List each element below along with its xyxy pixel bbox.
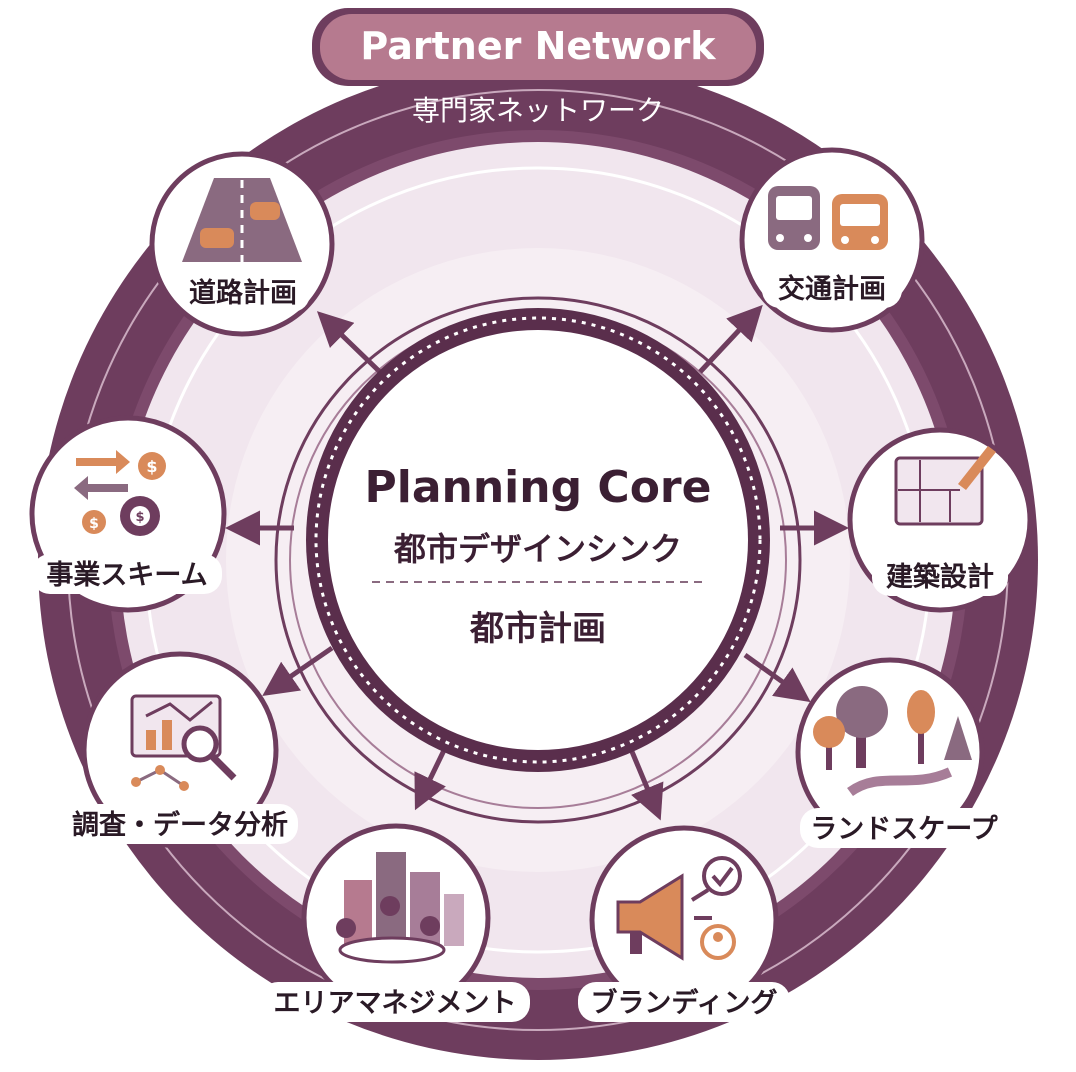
arrow-road: [316, 311, 382, 374]
node-landscape: ランドスケープ: [795, 657, 1008, 848]
node-label-road: 道路計画: [189, 277, 297, 309]
arrow-landscape: [743, 652, 811, 703]
node-area-management: エリアマネジメント: [260, 823, 530, 1022]
node-label-area: エリアマネジメント: [274, 988, 517, 1019]
node-label-landscape: ランドスケープ: [810, 814, 998, 845]
header-subtitle: 専門家ネットワーク: [412, 94, 664, 127]
connector-arrows: [225, 304, 849, 821]
node-architecture-design: 建築設計: [847, 427, 1033, 613]
landscape-icon: [813, 686, 972, 797]
megaphone-icon: [616, 856, 742, 961]
arrow-area: [414, 740, 451, 811]
node-road-planning: 道路計画: [149, 151, 335, 337]
header-badge: Partner Network: [312, 8, 764, 86]
node-label-branding: ブランディング: [590, 987, 777, 1019]
arrow-transport: [698, 304, 763, 374]
node-transport-planning: 交通計画: [739, 147, 925, 333]
core-circle: Planning Core 都市デザインシンク 都市計画: [306, 308, 770, 772]
core-label: 都市計画: [469, 609, 606, 649]
node-branding: ブランディング: [578, 825, 790, 1022]
svg-text:$: $: [146, 457, 157, 476]
train-bus-icon: [768, 186, 888, 250]
node-business-scheme: $ $ $ 事業スキーム: [29, 415, 227, 613]
svg-text:$: $: [89, 516, 99, 532]
money-scheme-icon: $ $ $: [74, 450, 166, 536]
road-icon: [182, 178, 302, 262]
blueprint-icon: [894, 446, 996, 526]
arrow-data: [262, 645, 334, 696]
node-label-scheme: 事業スキーム: [46, 560, 207, 591]
node-label-data: 調査・データ分析: [72, 809, 288, 841]
node-label-architecture: 建築設計: [886, 561, 994, 593]
core-title: Planning Core: [365, 462, 712, 513]
svg-text:$: $: [135, 510, 144, 525]
arrow-branding: [625, 741, 664, 821]
data-analysis-icon: [130, 694, 237, 791]
node-label-transport: 交通計画: [778, 273, 886, 305]
core-subtitle: 都市デザインシンク: [393, 530, 682, 568]
header-title: Partner Network: [360, 24, 716, 68]
city-meeting-icon: [336, 852, 464, 964]
node-data-analysis: 調査・データ分析: [62, 651, 298, 849]
